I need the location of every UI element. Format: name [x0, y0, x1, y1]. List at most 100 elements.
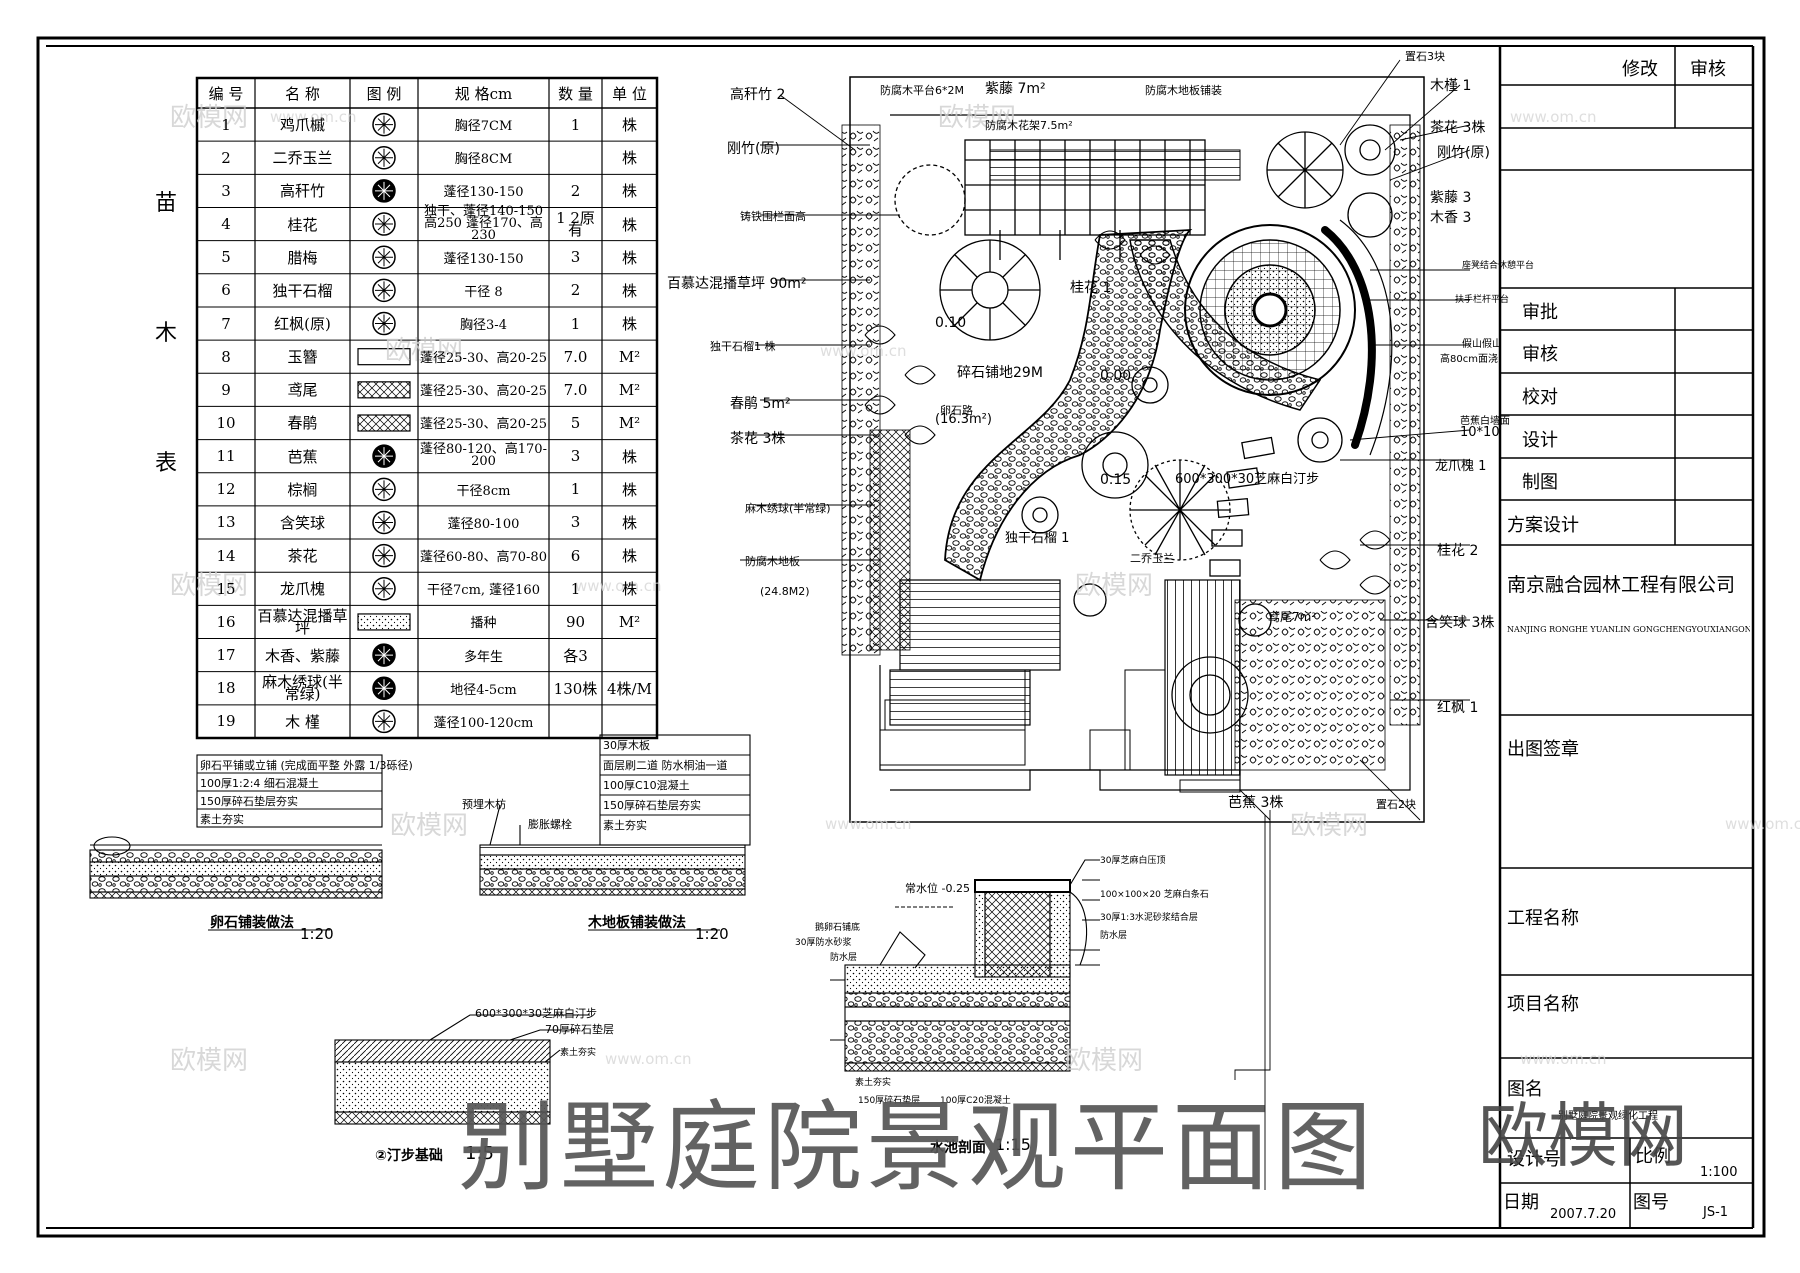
- pool-note: 防水层: [830, 953, 858, 963]
- site-plan: [740, 59, 1471, 1190]
- plan-label: 木槿 1: [1430, 78, 1472, 94]
- title-block-scale-value: 1:100: [1700, 1165, 1738, 1180]
- legend-symbol: [372, 278, 396, 303]
- table-cell-spec: 胸径8CM: [454, 152, 513, 168]
- table-cell-qty: 3: [570, 248, 581, 267]
- table-cell-spec: 干径8cm: [456, 483, 511, 499]
- table-cell-spec: 胸径7CM: [454, 119, 513, 135]
- watermark-url: www.om.cn: [605, 1050, 692, 1068]
- title-block-design-no: 设计号: [1507, 1149, 1561, 1170]
- plan-label: 防腐木地板: [745, 555, 800, 568]
- plan-label: 含笑球 3株: [1425, 615, 1495, 631]
- table-cell-no: 11: [216, 447, 236, 466]
- table-cell-no: 3: [221, 181, 231, 200]
- table-cell-name: 含笑球: [279, 513, 325, 532]
- cobble-detail-scale: 1:20: [300, 925, 334, 943]
- plan-label: 防腐木地板铺装: [1145, 84, 1222, 97]
- table-cell-unit: 株: [621, 315, 637, 334]
- plan-label: 防腐木平台6*2M: [880, 84, 964, 97]
- legend-symbol: [372, 179, 396, 203]
- watermark-text: 欧模网: [938, 103, 1017, 133]
- title-block-check: 校对: [1522, 387, 1558, 408]
- table-cell-spec: 蓬径25-30、高20-25: [420, 384, 547, 400]
- table-cell-no: 8: [221, 347, 231, 366]
- legend-symbol: [372, 212, 396, 236]
- table-cell-name: 木香、紫藤: [264, 646, 340, 665]
- title-block-item-name: 项目名称: [1507, 994, 1579, 1015]
- table-cell-no: 6: [221, 281, 231, 300]
- table-side-label: 苗: [155, 191, 178, 216]
- table-cell-name: 芭蕉: [287, 447, 318, 466]
- table-cell-no: 12: [216, 480, 236, 499]
- table-cell-name: 鸡爪槭: [279, 116, 325, 135]
- plan-label: 春鹃 5m²: [730, 396, 791, 412]
- table-cell-qty: 7.0: [563, 347, 588, 366]
- plan-label: 卵石路: [940, 404, 973, 417]
- cobble-layer: 100厚1:2:4 细石混凝土: [200, 777, 319, 790]
- table-cell-name: 茶花: [287, 547, 318, 566]
- table-header: 规 格cm: [454, 84, 513, 103]
- table-cell-spec: 地径4-5cm: [450, 682, 517, 698]
- table-cell-no: 10: [216, 413, 236, 432]
- watermark-text: 欧模网: [1075, 571, 1154, 601]
- table-cell-spec: 胸径3-4: [460, 318, 507, 334]
- table-cell-unit: 株: [621, 149, 637, 168]
- legend-symbol: [357, 414, 411, 432]
- plan-label: (16.3m²): [935, 412, 992, 427]
- table-cell-qty: 2: [570, 181, 581, 200]
- pool-water-level: 常水位 -0.25: [905, 882, 970, 895]
- title-block-date-label: 日期: [1503, 1192, 1539, 1213]
- pool-detail-scale: 1:15: [995, 1135, 1031, 1154]
- plan-label: 碎石铺地29M: [957, 365, 1043, 381]
- cobble-layer: 素土夯实: [200, 813, 244, 826]
- plan-label: 红枫 1: [1437, 700, 1479, 716]
- pool-note: 30厚1:3水泥砂浆结合层: [1100, 913, 1198, 923]
- table-cell-qty: 1: [570, 579, 581, 598]
- plan-label: 百慕达混播草坪 90m²: [667, 276, 807, 292]
- table-cell-unit: 株: [621, 447, 637, 466]
- table-cell-unit: 株: [621, 580, 637, 599]
- legend-symbol: [372, 245, 396, 269]
- plan-label: 龙爪槐 1: [1435, 459, 1487, 474]
- cobble-layer: 卵石平铺或立铺 (完成面平整 外露 1/3砾径): [200, 759, 413, 772]
- plan-label: 茶花 3株: [1430, 120, 1486, 136]
- legend-symbol: [372, 577, 396, 601]
- table-cell-no: 14: [216, 546, 236, 565]
- watermark-text: 欧模网: [1290, 811, 1369, 841]
- pool-note: 30厚芝麻白压顶: [1100, 856, 1166, 866]
- plan-label: 扶手栏杆平台: [1455, 295, 1510, 305]
- pool-note: 素土夯实: [855, 1078, 892, 1088]
- table-cell-qty: 90: [565, 612, 586, 631]
- legend-symbol: [372, 676, 396, 701]
- table-cell-name: 红枫(原): [274, 315, 331, 334]
- step-note: 600*300*30芝麻白汀步: [475, 1007, 597, 1020]
- table-cell-no: 5: [221, 248, 231, 267]
- pool-note: 100厚C20混凝土: [940, 1096, 1011, 1106]
- plan-label: (24.8M2): [760, 585, 810, 598]
- table-cell-no: 17: [216, 646, 236, 665]
- table-cell-name: 春鹃: [287, 414, 318, 433]
- plan-label: 桂花 2: [1437, 543, 1479, 559]
- legend-symbol: [357, 613, 411, 631]
- title-block-company: 南京融合园林工程有限公司: [1507, 574, 1736, 596]
- table-cell-no: 19: [216, 712, 236, 731]
- title-block-project-name: 工程名称: [1507, 908, 1579, 929]
- table-cell-unit: 株: [621, 281, 637, 300]
- table-cell-qty: 2: [570, 281, 581, 300]
- plan-label: 茶花 3株: [730, 431, 786, 447]
- table-cell-unit: 株: [621, 116, 637, 135]
- table-cell-unit: M²: [618, 612, 641, 631]
- table-cell-name: 高秆竹: [279, 182, 325, 201]
- table-cell-unit: 株: [621, 182, 637, 201]
- title-block-company-en: NANJING RONGHE YUANLIN GONGCHENGYOUXIANG…: [1507, 625, 1750, 634]
- title-block-scale-label: 比例: [1635, 1146, 1671, 1167]
- table-cell-spec: 蓬径130-150: [443, 185, 524, 201]
- table-cell-no: 9: [221, 380, 231, 399]
- plan-label: 0.10: [935, 315, 967, 331]
- legend-symbol: [357, 348, 411, 366]
- watermark-url: www.om.cn: [1725, 815, 1800, 833]
- table-cell-spec: 蓬径60-80、高70-80: [420, 550, 547, 566]
- table-header: 数 量: [558, 84, 593, 103]
